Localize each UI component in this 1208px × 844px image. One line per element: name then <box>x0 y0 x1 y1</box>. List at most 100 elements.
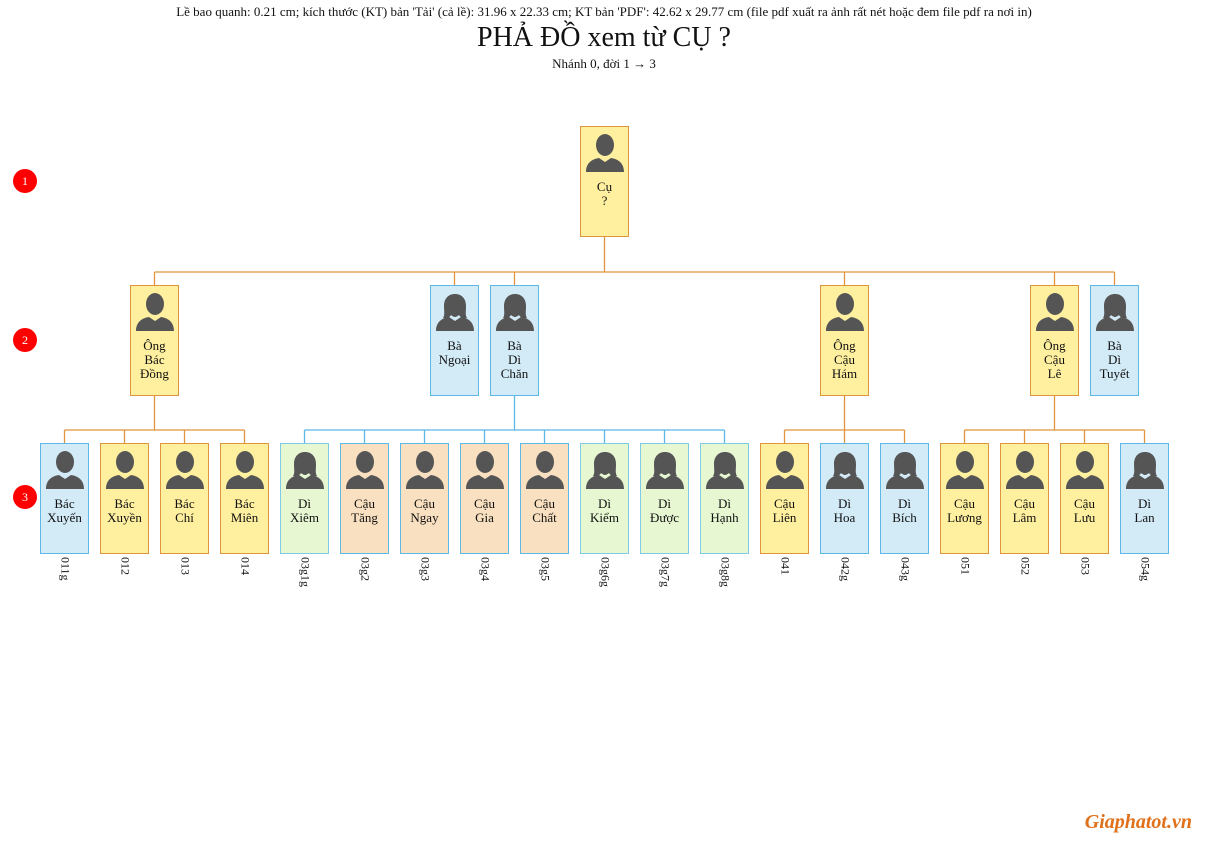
person-name-line: Miên <box>230 510 259 525</box>
person-name-line: Bác <box>174 496 195 511</box>
person-code-label: 03g2 <box>358 557 373 581</box>
person-name-line: Ông <box>833 338 856 353</box>
person-name-line: Bác <box>114 496 135 511</box>
generation-badge-3: 3 <box>13 485 37 509</box>
person-name-line: Dì <box>298 496 311 511</box>
person-name-line: Kiểm <box>590 510 619 525</box>
person-code-label: 053 <box>1078 557 1093 575</box>
page-subtitle: Nhánh 0, đời 1 → 3 <box>552 56 656 71</box>
person-silhouette-icon <box>165 451 204 489</box>
person-name-line: Dì <box>598 496 611 511</box>
person-silhouette-icon <box>1065 451 1104 489</box>
person-silhouette-icon <box>1125 452 1164 489</box>
person-name-line: Ngoại <box>438 352 471 367</box>
person-code-label: 051 <box>958 557 973 575</box>
person-code-label: 042g <box>838 557 853 581</box>
person-name-line: Bác <box>144 352 165 367</box>
person-code-label: 052 <box>1018 557 1033 575</box>
person-card-root[interactable]: Cụ? <box>580 126 629 237</box>
person-name-line: Hoa <box>833 510 856 525</box>
person-code-label: 03g7g <box>658 557 673 587</box>
person-code-label: 014 <box>238 557 253 575</box>
person-code-label: 03g5 <box>538 557 553 581</box>
person-name-line: Dì <box>1108 352 1121 367</box>
person-name-line: Ông <box>143 338 166 353</box>
person-name-line: Xuyền <box>107 510 142 525</box>
person-name-line: Dì <box>898 496 911 511</box>
person-name-line: Chăn <box>500 366 529 381</box>
person-silhouette-icon <box>585 452 624 489</box>
person-silhouette-icon <box>765 451 804 489</box>
person-name-line: Xuyến <box>47 510 82 525</box>
page-title: PHẢ ĐỒ xem từ CỤ ? <box>477 22 731 53</box>
person-name-line: Xiêm <box>290 510 319 525</box>
person-code-label: 013 <box>178 557 193 575</box>
person-silhouette-icon <box>705 452 744 489</box>
person-name-line: Cậu <box>1044 352 1065 367</box>
person-code-label: 03g8g <box>718 557 733 587</box>
person-name-line: Cậu <box>414 496 435 511</box>
person-name-line: Cậu <box>354 496 375 511</box>
person-name-line: ? <box>601 193 608 208</box>
person-silhouette-icon <box>405 451 444 489</box>
person-name-line: Đồng <box>140 366 169 381</box>
person-name-line: Dì <box>658 496 671 511</box>
brand-logo[interactable]: Giaphatot.vn <box>1084 811 1192 833</box>
person-name-line: Bà <box>447 338 462 353</box>
person-silhouette-icon <box>285 452 324 489</box>
person-silhouette-icon <box>525 451 564 489</box>
person-name-line: Cậu <box>534 496 555 511</box>
person-silhouette-icon <box>945 451 984 489</box>
person-name-line: Cậu <box>954 496 975 511</box>
person-name-line: Tăng <box>351 510 378 525</box>
person-code-label: 03g1g <box>298 557 313 587</box>
person-name-line: Cụ <box>596 179 613 194</box>
person-name-line: Bác <box>234 496 255 511</box>
person-silhouette-icon <box>495 294 534 331</box>
person-name-line: Dì <box>1138 496 1151 511</box>
person-name-line: Bà <box>1107 338 1122 353</box>
person-name-line: Cậu <box>474 496 495 511</box>
person-silhouette-icon <box>345 451 384 489</box>
person-name-line: Liên <box>772 510 797 525</box>
person-name-line: Chí <box>175 510 194 525</box>
